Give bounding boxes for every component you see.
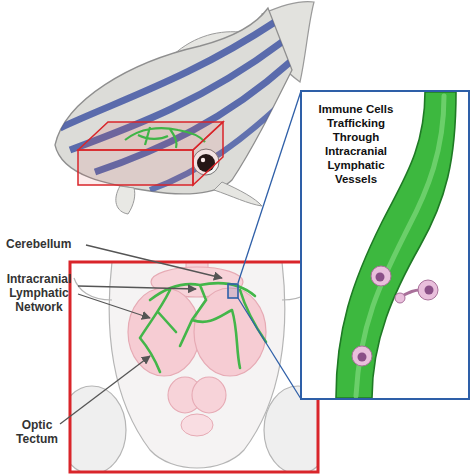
- inset-caption: Immune Cells Trafficking Through Intracr…: [310, 102, 402, 186]
- zoom-line: [238, 298, 301, 399]
- inset-frame: [70, 262, 318, 472]
- anatomy-label: Intracranial Lymphatic Network: [0, 272, 78, 314]
- leader-arrow: [78, 294, 150, 318]
- pectoral-fin: [116, 186, 135, 214]
- head-selection-box: [78, 122, 223, 185]
- transmigrating-cell-tail: [402, 290, 420, 296]
- immune-cell: [371, 266, 391, 286]
- leader-arrows: [60, 245, 222, 424]
- right-forebrain-shape: [192, 377, 226, 413]
- inset-box: Immune Cells Trafficking Through Intracr…: [300, 90, 470, 400]
- fish-body: [55, 8, 292, 194]
- head-lymphatic-network: [125, 127, 205, 148]
- zoom-region: [228, 284, 238, 298]
- immune-cell: [418, 280, 438, 300]
- leader-arrow: [78, 286, 196, 289]
- leader-arrow: [86, 245, 222, 278]
- head-top-view: [71, 263, 317, 471]
- intracranial-lymphatic-network: [140, 283, 266, 372]
- closeup-background: [302, 92, 468, 398]
- cell-nucleus: [358, 353, 367, 362]
- cell-nucleus: [425, 286, 434, 295]
- left-eye-outline: [71, 386, 126, 471]
- anatomy-label: Optic Tectum: [10, 418, 64, 446]
- zebrafish: [55, 2, 314, 214]
- zoom-line: [238, 91, 301, 283]
- leader-arrow: [60, 356, 150, 424]
- olfactory-shape: [181, 414, 213, 436]
- stripes: [60, 22, 300, 190]
- head-outline: [109, 263, 285, 468]
- vessel-closeup: [302, 92, 468, 398]
- anal-fin: [214, 182, 262, 206]
- immune-cell: [352, 346, 372, 366]
- immune-cell: [395, 293, 405, 303]
- cell-nucleus: [376, 273, 385, 282]
- head-inset: [58, 262, 332, 474]
- anatomy-label: Cerebellum: [6, 237, 96, 251]
- box-front-face: [78, 150, 193, 185]
- zoom-indicator: [228, 91, 301, 399]
- box-side-face: [193, 122, 223, 185]
